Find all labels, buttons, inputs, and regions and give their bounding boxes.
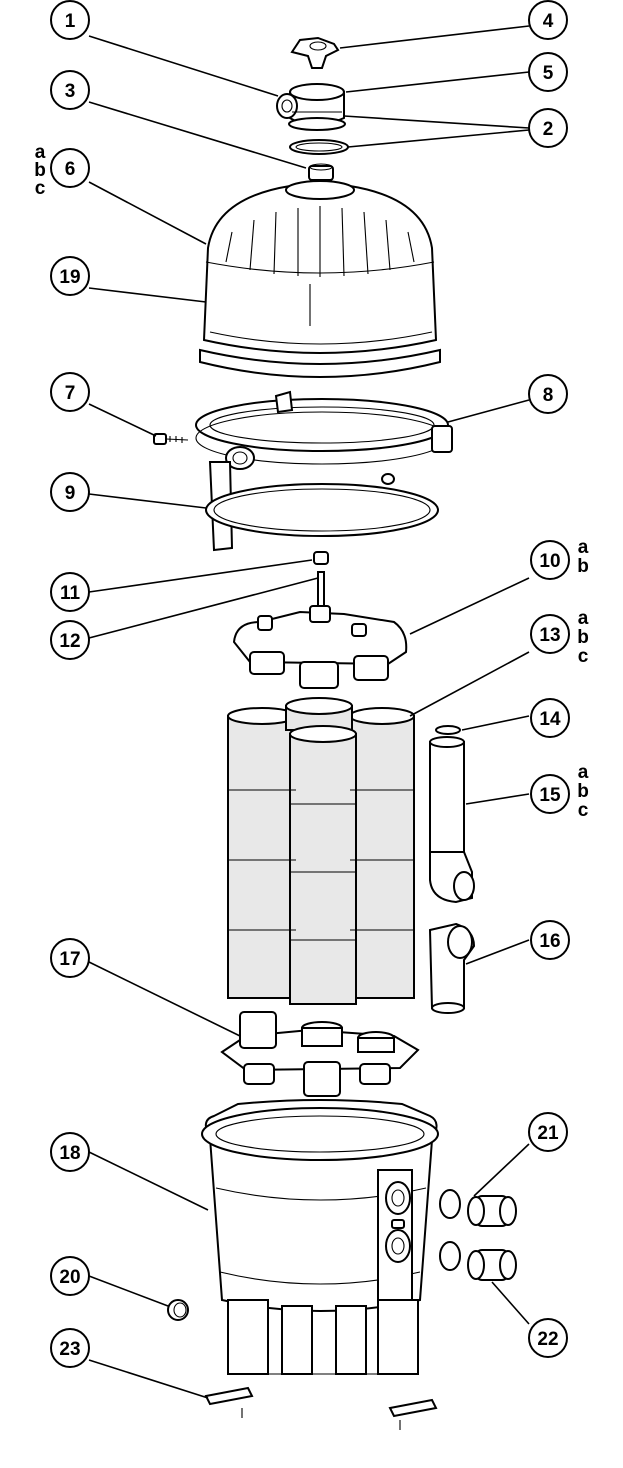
callout-14: 14 [530,698,570,738]
callout-16: 16 [530,920,570,960]
callout-label: 2 [543,119,554,140]
callout-19: 19 [50,256,90,296]
callout-label: 16 [539,931,560,952]
part-tank-body [201,1099,439,1375]
callout-label: 18 [59,1143,80,1164]
callout-label: 4 [543,11,554,32]
part-tank-lid [199,180,441,378]
callout-label: 11 [60,583,81,604]
callout-label: 5 [543,63,554,84]
part-drain-plug [167,1299,189,1321]
part-adapter-3 [308,163,334,181]
part-unions [467,1195,517,1281]
callout-label: 9 [65,483,76,504]
callout-label: 21 [537,1123,559,1144]
callout-variant-c: c [578,646,589,667]
part-top-manifold [232,605,408,689]
part-air-relief-knob [290,36,340,69]
callout-label: 1 [65,11,76,32]
callout-label: 12 [59,631,80,652]
part-o-ring-14 [435,725,461,735]
callout-variant-a: a [578,762,589,783]
callout-17: 17 [50,938,90,978]
part-cartridges [227,697,415,1005]
callout-variant-b: b [577,556,589,577]
callout-label: 23 [59,1339,80,1360]
callout-label: 17 [59,949,80,970]
callout-4: 4 [528,0,568,40]
part-air-relief-valve [276,83,346,131]
callout-8: 8 [528,374,568,414]
callout-11: 11 [50,572,90,612]
callout-1: 1 [50,0,90,40]
callout-variant-c: c [578,800,589,821]
part-union-o-rings [439,1189,461,1271]
callout-13: 13 a b c [530,608,589,667]
callout-label: 19 [59,267,80,288]
part-bottom-manifold [220,1011,420,1097]
callout-label: 15 [539,785,561,806]
callout-18: 18 [50,1132,90,1172]
callout-label: 14 [539,709,561,730]
callout-3: 3 [50,70,90,110]
part-outlet-pipe [429,736,475,904]
callout-6: 6 a b c [34,142,90,199]
callout-label: 13 [539,625,560,646]
leader-lines [88,25,530,1399]
callout-10: 10 a b [530,537,589,580]
callout-variant-a: a [578,608,589,629]
part-tank-o-ring [205,483,439,537]
part-bolt [153,433,189,445]
callout-9: 9 [50,472,90,512]
callout-23: 23 [50,1328,90,1368]
part-elbow [428,922,476,1014]
callout-label: 22 [537,1329,558,1350]
callout-variant-a: a [578,537,589,558]
part-air-tube [317,571,325,609]
callout-variant-a: a [35,142,46,163]
part-rod-cap [313,551,329,565]
callout-5: 5 [528,52,568,92]
callout-12: 12 [50,620,90,660]
callout-21: 21 [528,1112,568,1152]
callout-variant-b: b [577,627,589,648]
callout-22: 22 [528,1318,568,1358]
callout-20: 20 [50,1256,90,1296]
callout-7: 7 [50,372,90,412]
callout-label: 20 [59,1267,80,1288]
callout-label: 8 [543,385,554,406]
part-feet-clips [204,1386,438,1430]
callout-15: 15 a b c [530,762,589,821]
callout-label: 3 [65,81,76,102]
callout-2: 2 [528,108,568,148]
callout-variant-c: c [35,178,46,199]
part-clamp-ring [195,390,453,552]
callout-label: 7 [65,383,76,404]
callout-label: 10 [539,551,560,572]
callout-label: 6 [65,159,76,180]
part-o-ring-2 [289,139,349,155]
callout-variant-b: b [34,160,46,181]
callout-variant-b: b [577,781,589,802]
